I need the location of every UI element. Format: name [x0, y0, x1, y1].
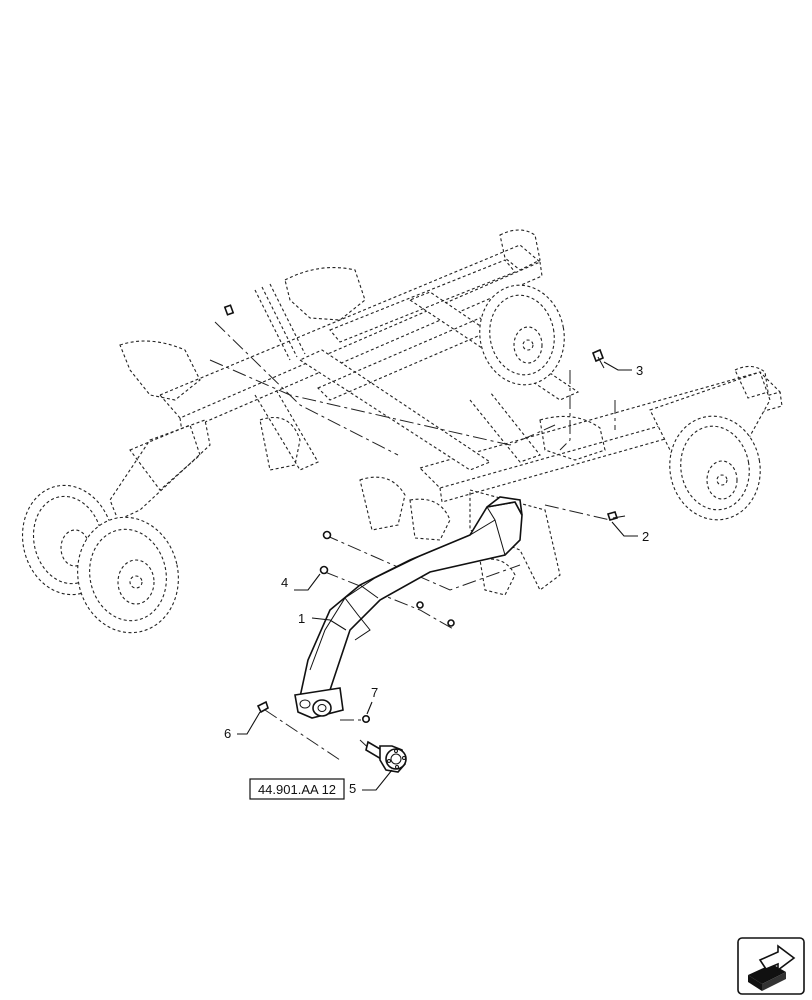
callout-2-label: 2: [642, 529, 649, 544]
callout-1-label: 1: [298, 611, 305, 626]
callout-7: 7: [366, 685, 378, 715]
next-page-arrow-icon[interactable]: [737, 937, 805, 995]
hardware: [223, 304, 626, 723]
callout-7-label: 7: [371, 685, 378, 700]
part-1-drawbar-arm: [294, 496, 523, 719]
wheel-left-front: [77, 516, 179, 634]
callout-5: 5: [349, 769, 393, 796]
reference-link-box[interactable]: 44.901.AA 12: [249, 778, 345, 800]
callout-2: 2: [611, 521, 649, 544]
callout-3-label: 3: [636, 363, 643, 378]
callout-6: 6: [224, 711, 261, 741]
callout-3: 3: [603, 361, 643, 378]
hydraulic-hoses: [254, 283, 306, 361]
wheel-right-rear: [479, 284, 565, 386]
callout-5-label: 5: [349, 781, 356, 796]
callout-4: 4: [281, 573, 321, 591]
callout-6-label: 6: [224, 726, 231, 741]
implement-frame: [109, 229, 783, 596]
callout-4-label: 4: [281, 575, 288, 590]
wheel-right-front: [669, 415, 761, 521]
reference-label: 44.901.AA 12: [258, 782, 336, 797]
part-5-hub-spindle: [365, 740, 407, 773]
callout-1: 1: [298, 611, 347, 631]
